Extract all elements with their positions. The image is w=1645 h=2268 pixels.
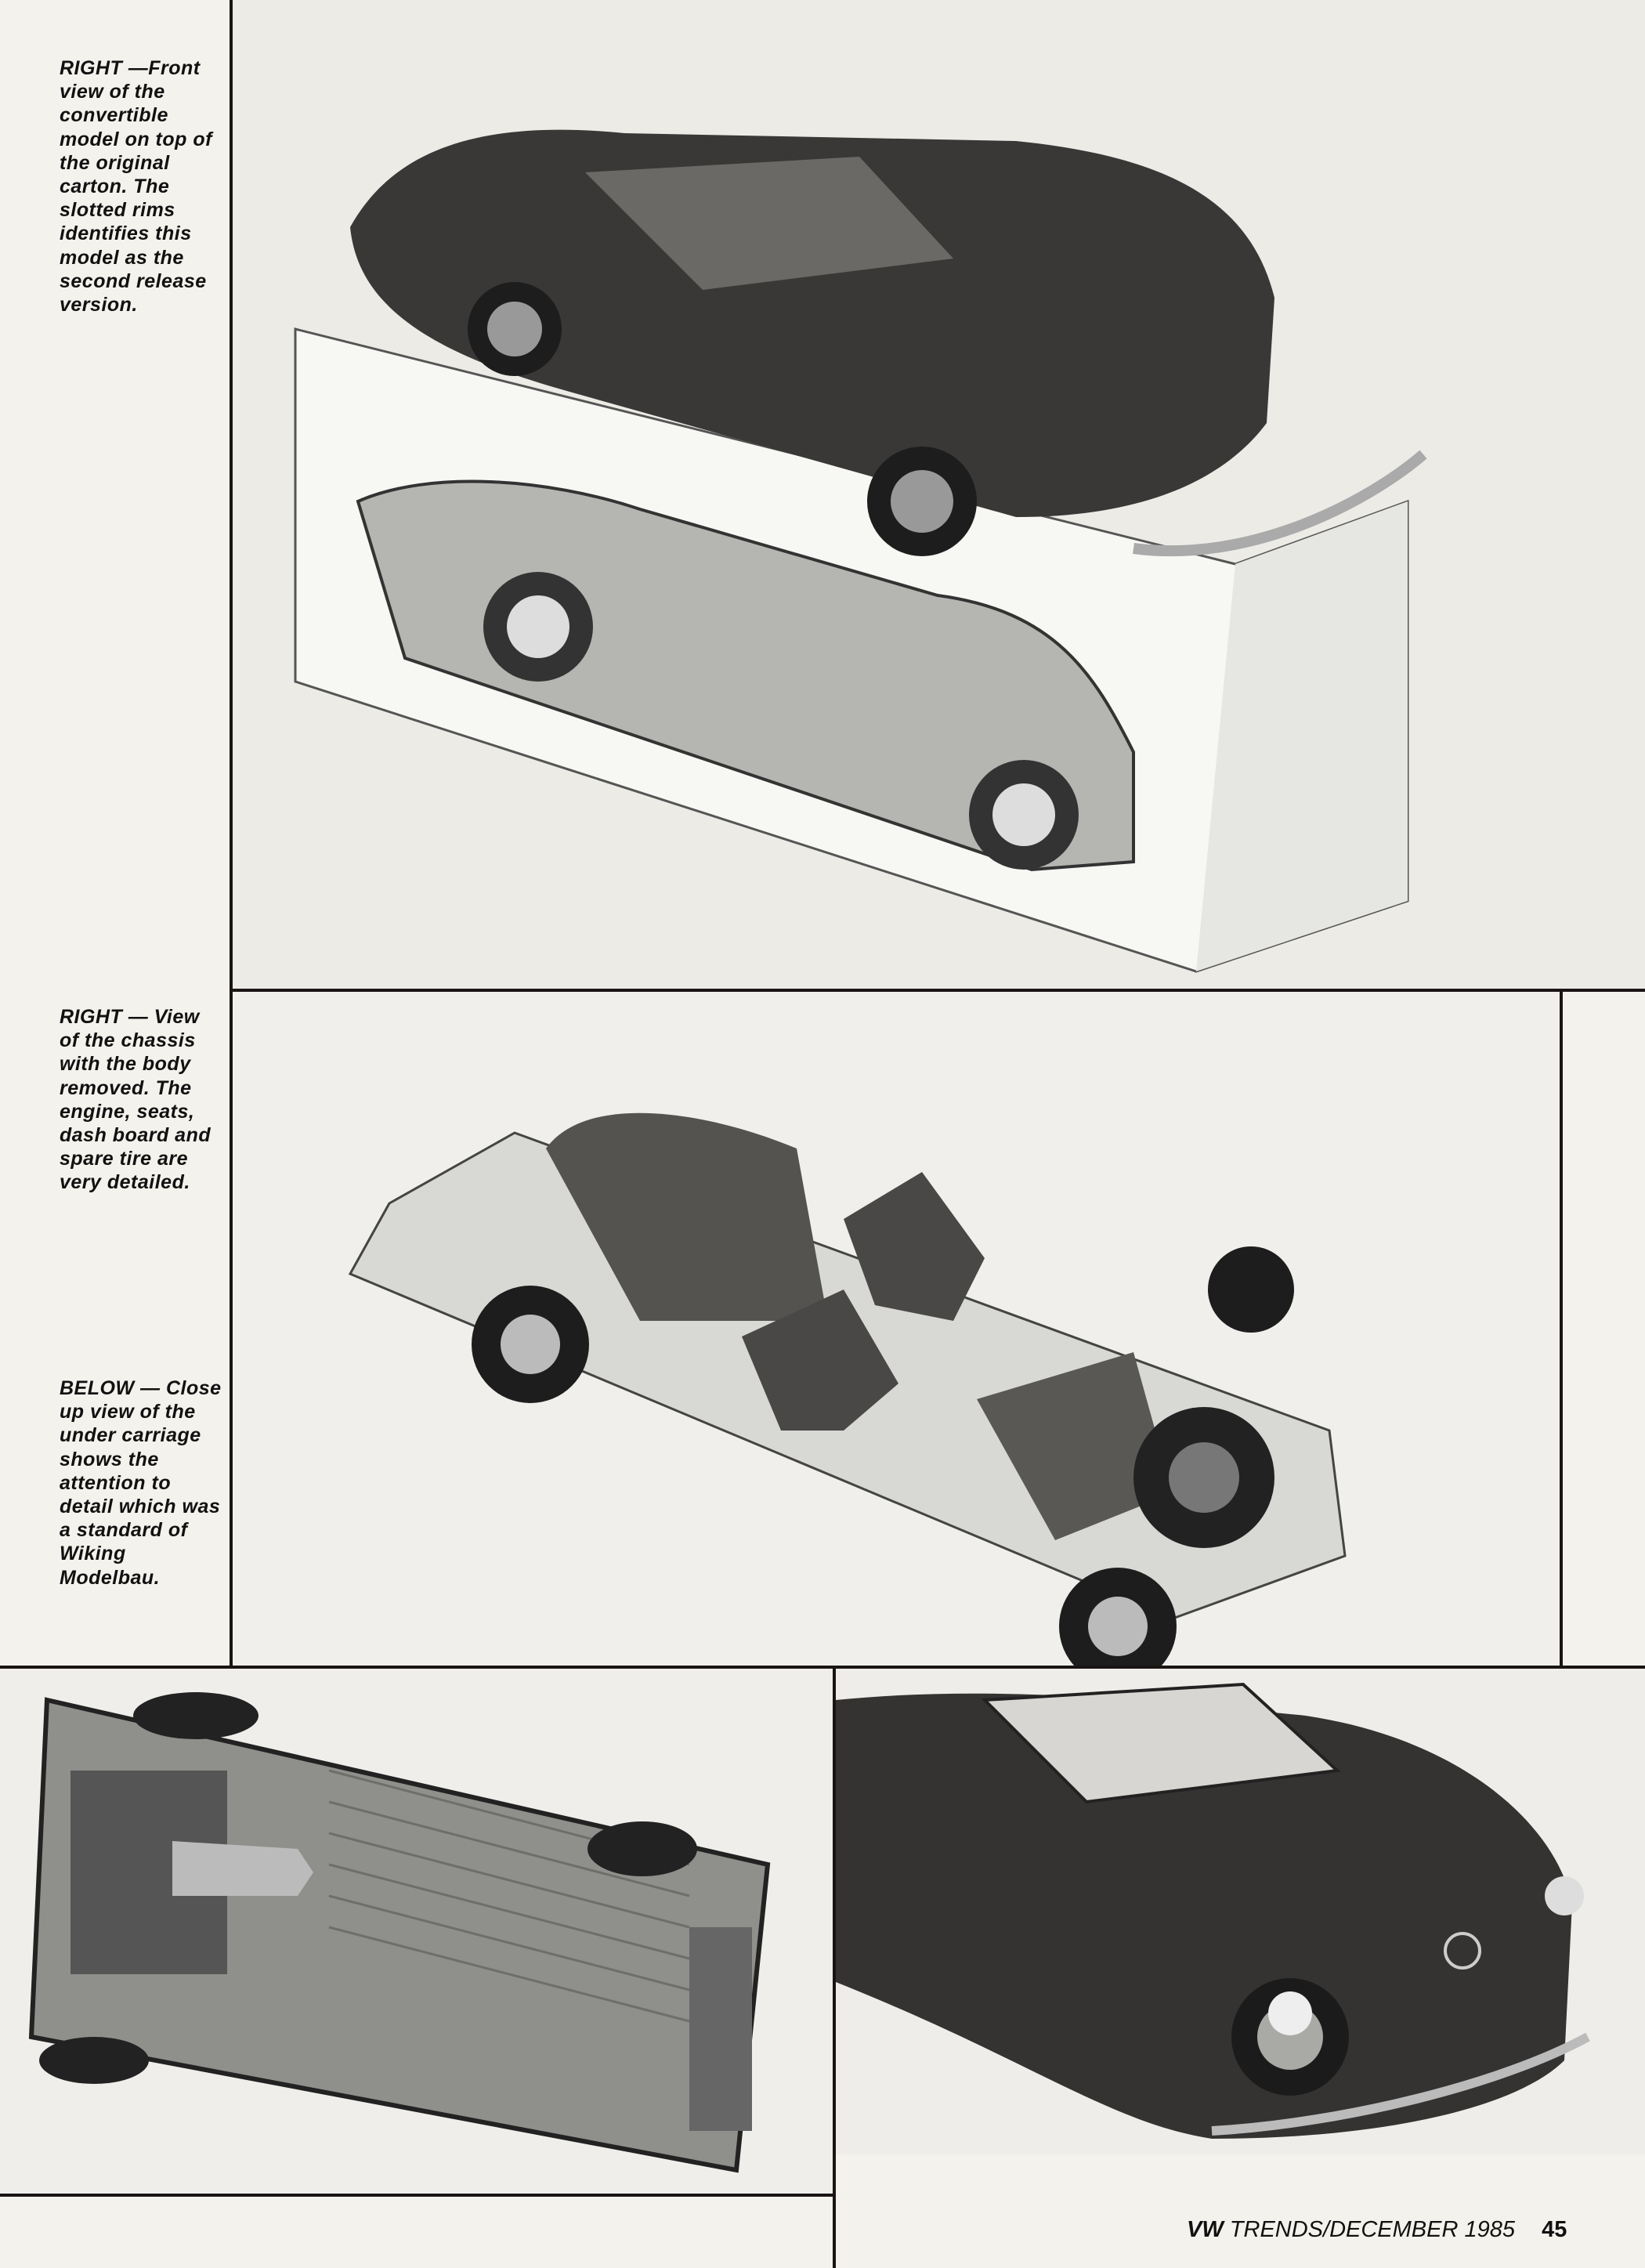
horizontal-rule-bottom bbox=[0, 2194, 834, 2197]
page-number: 45 bbox=[1542, 2217, 1567, 2242]
photo-front-closeup bbox=[836, 1669, 1645, 2154]
photo-undercarriage bbox=[0, 1669, 833, 2194]
footer-publication: TRENDS/DECEMBER 1985 bbox=[1229, 2217, 1515, 2242]
page-footer: VW TRENDS/DECEMBER 1985 45 bbox=[1187, 2217, 1567, 2243]
horizontal-rule-middle bbox=[0, 1666, 1645, 1669]
caption-lead: RIGHT — bbox=[60, 57, 149, 79]
caption-chassis: RIGHT — View of the chassis with the bod… bbox=[60, 1005, 224, 1195]
caption-text: View of the chassis with the body remove… bbox=[60, 1006, 212, 1194]
photo-convertible-on-carton bbox=[233, 0, 1645, 989]
caption-undercarriage: BELOW — Close up view of the under carri… bbox=[60, 1376, 224, 1590]
caption-text: Close up view of the under carriage show… bbox=[60, 1377, 222, 1589]
caption-lead: BELOW — bbox=[60, 1377, 161, 1399]
footer-brand: VW bbox=[1187, 2217, 1224, 2242]
photo-chassis bbox=[233, 992, 1560, 1666]
horizontal-rule-top bbox=[230, 989, 1645, 992]
vertical-rule-right bbox=[1560, 989, 1563, 1667]
caption-lead: RIGHT — bbox=[60, 1006, 149, 1028]
vertical-rule-left bbox=[230, 0, 233, 1667]
caption-front-view: RIGHT —Front view of the convertible mod… bbox=[60, 56, 224, 317]
vertical-rule-bottom bbox=[833, 1666, 836, 2268]
caption-text: Front view of the convertible model on t… bbox=[60, 57, 212, 317]
